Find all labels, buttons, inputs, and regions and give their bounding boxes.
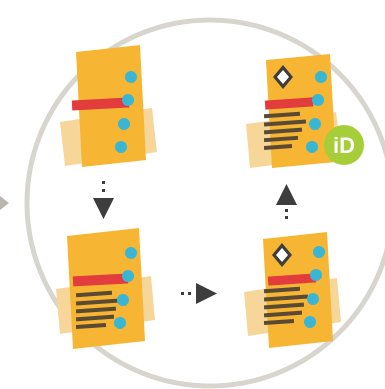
- orcid-label: iD: [333, 133, 355, 158]
- document-draft: [60, 45, 157, 167]
- arrow-up: [276, 184, 297, 219]
- paper-sheet: [67, 228, 145, 349]
- text-lines: [75, 290, 121, 330]
- binder-holes: [115, 71, 137, 153]
- orcid-icon: iD: [324, 125, 364, 165]
- arrow-down: [93, 181, 114, 219]
- text-lines: [263, 286, 309, 326]
- text-lines: [263, 111, 307, 150]
- arrow-right: [181, 283, 217, 304]
- cycle-ring: [24, 17, 385, 389]
- title-stripe: [267, 273, 317, 286]
- title-stripe: [264, 97, 314, 110]
- incoming-arrow-tip: [0, 196, 9, 210]
- diamond-badge-icon: [272, 243, 292, 267]
- document-written: [56, 228, 155, 349]
- title-stripe: [71, 97, 130, 111]
- binder-holes: [304, 246, 325, 328]
- binder-holes: [114, 247, 137, 329]
- document-badged: [244, 232, 341, 348]
- document-orcid: iD: [246, 54, 364, 168]
- binder-holes: [306, 71, 327, 153]
- title-stripe: [72, 273, 129, 287]
- diamond-badge-icon: [273, 65, 293, 89]
